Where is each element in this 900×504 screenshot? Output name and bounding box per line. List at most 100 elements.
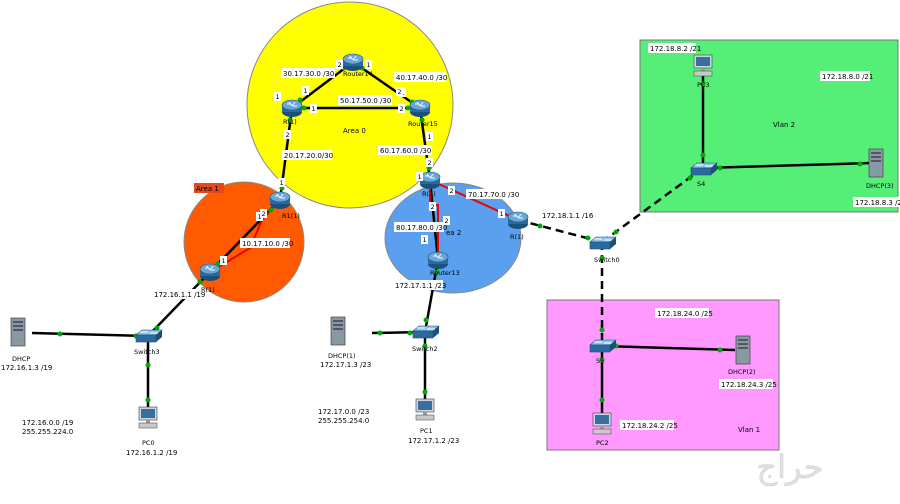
label-net-172-16-0-0: 172.16.0.0 /19 [22,419,73,427]
port-label: 1 [276,93,280,101]
label-ip-172-17-1-2: 172.17.1.2 /23 [408,437,459,445]
watermark-logo: حراج [757,448,824,486]
pc3-label: PC3 [697,81,710,89]
port-label: 1 [280,179,284,187]
port-label: 1 [367,61,371,69]
r1a-label: R(1) [283,118,297,126]
label-ip-172-18-1-1: 172.18.1.1 /16 [542,212,594,220]
link-r2a-router13 [428,179,440,261]
port-label: 2 [450,187,454,195]
label-net-10-17-10: 10.17.10.0 /30 [242,240,293,248]
switch2-icon[interactable] [412,325,440,339]
link-s5-dhcp2 [601,344,736,352]
label-mask-255-255-224: 255.255.224.0 [22,428,73,436]
link-status-markers [57,65,863,403]
label-net-172-18-8-0: 172.18.8.0 /21 [822,73,873,81]
port-label: 1 [222,257,226,265]
label-net-60-17-60: 60.17.60.0 /30 [380,147,431,155]
router15-icon[interactable] [409,99,431,118]
router13-label: Router13 [430,269,460,277]
label-ip-172-17-1-3: 172.17.1.3 /23 [320,361,371,369]
label-ip-172-17-1-1: 172.17.1.1 /23 [395,282,446,290]
port-label: 2 [338,61,342,69]
label-net-50-17-50: 50.17.50.0 /30 [340,97,391,105]
dhcp2-server-icon[interactable] [735,335,751,365]
router-r2b-icon[interactable] [507,211,529,230]
port-label: 1 [304,87,308,95]
dhcp-server-icon[interactable] [10,317,26,347]
label-ip-172-16-1-3: 172.16.1.3 /19 [1,364,52,372]
pc0-label: PC0 [142,439,155,447]
dhcp3-server-icon[interactable] [868,148,884,178]
port-label: 1 [418,173,422,181]
pc2-label: PC2 [596,439,609,447]
switch-s4-icon[interactable] [690,162,718,176]
pc0-icon[interactable] [138,406,158,429]
label-ip-172-16-1-1: 172.16.1.1 /19 [154,291,205,299]
dhcp1-label: DHCP(1) [328,352,356,360]
port-label: 2 [445,217,449,225]
router-r2c-icon[interactable] [199,263,221,282]
area0-label: Area 0 [343,127,366,135]
area2-label: ea 2 [446,229,461,237]
port-label: 2 [262,210,266,218]
r2c-label: R(1) [201,286,215,294]
port-label: 2 [431,203,435,211]
s4-label: S4 [697,180,705,188]
pc2-icon[interactable] [592,412,612,435]
switch0-label: Switch0 [594,256,620,264]
label-ip-172-18-8-3: 172.18.8.3 /21 [855,199,900,207]
link-switch0-s4 [601,166,704,244]
router14-label: Router14 [343,70,373,78]
port-label: 2 [286,131,290,139]
vlan2-label: Vlan 2 [773,121,795,129]
link-router14-router15 [352,60,421,110]
dhcp2-label: DHCP(2) [728,368,756,376]
port-label: 2 [400,105,404,113]
port-label: 1 [312,105,316,113]
pc3-icon[interactable] [693,54,713,77]
label-net-70-17-70: 70.17.70.0 /30 [468,191,519,199]
link-switch3-dhcp [31,331,149,338]
label-ip-172-16-1-2: 172.16.1.2 /19 [126,449,177,457]
dhcp1-server-icon[interactable] [330,316,346,346]
label-net-172-18-24-0: 172.18.24.0 /25 [657,310,713,318]
router14-icon[interactable] [342,53,364,72]
label-net-30-17-30: 30.17.30.0 /30 [283,70,334,78]
r1b-label: R1(1) [282,212,300,220]
router-r1b-icon[interactable] [269,191,291,210]
area1-label: Area 1 [196,185,219,193]
r2a-label: R(1) [422,190,436,198]
vlan2-zone [639,39,899,213]
vlan1-label: Vlan 1 [738,426,760,434]
dhcp-label: DHCP [12,355,30,363]
port-label: 2 [398,88,402,96]
label-net-172-17-0-0: 172.17.0.0 /23 [318,408,369,416]
label-net-20-17-20: 20.17.20.0/30 [284,152,333,160]
s5-label: S5 [596,357,604,365]
port-label: 1 [500,210,504,218]
r2b-label: R(1) [510,233,524,241]
label-net-40-17-40: 40.17.40.0 /30 [396,74,447,82]
router15-label: Router15 [408,120,438,128]
label-ip-172-18-24-3: 172.18.24.3 /25 [721,381,777,389]
link-s4-dhcp3 [702,161,873,170]
switch-s5-icon[interactable] [589,339,617,353]
label-ip-172-18-8-2: 172.18.8.2 /21 [650,45,701,53]
switch2-label: Switch2 [412,345,438,353]
router13-icon[interactable] [427,251,449,270]
area2-zone [384,182,522,294]
label-mask-255-255-254: 255.255.254.0 [318,417,369,425]
pc1-icon[interactable] [415,398,435,421]
port-label: 1 [423,236,427,244]
label-ip-172-18-24-2: 172.18.24.2 /25 [622,422,678,430]
switch3-label: Switch3 [134,348,160,356]
switch0-icon[interactable] [589,236,617,250]
dhcp3-label: DHCP(3) [866,182,894,190]
pc1-label: PC1 [420,427,433,435]
port-label: 1 [428,133,432,141]
port-label: 1 [258,213,262,221]
switch3-icon[interactable] [135,329,163,343]
router-r1-icon[interactable] [281,99,303,118]
